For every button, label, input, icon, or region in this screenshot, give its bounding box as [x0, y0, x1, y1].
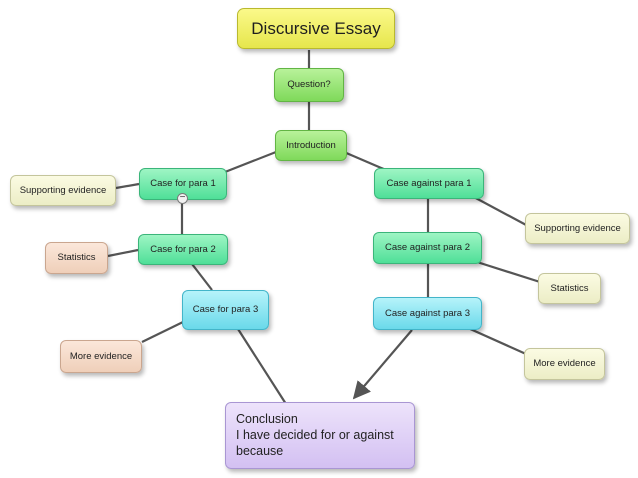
against-more-evidence-label: More evidence [533, 358, 596, 369]
case-for-para-1-label: Case for para 1 [150, 178, 216, 189]
introduction-node[interactable]: Introduction [275, 130, 347, 161]
against-statistics-label: Statistics [550, 282, 589, 294]
case-for-para-2-node[interactable]: Case for para 2 [138, 234, 228, 265]
for-more-evidence-label: More evidence [69, 350, 133, 362]
title-label: Discursive Essay [251, 18, 381, 38]
link-for2-for3 [191, 263, 213, 291]
case-against-para-2-node[interactable]: Case against para 2 [373, 232, 482, 264]
case-against-para-3-label: Case against para 3 [384, 307, 471, 319]
case-against-para-3-node[interactable]: Case against para 3 [373, 297, 482, 330]
case-against-para-2-label: Case against para 2 [384, 242, 471, 253]
link-against3-conclusion-arrow [352, 329, 413, 400]
collapse-toggle-label: − [179, 192, 186, 203]
for-supporting-evidence-node[interactable]: Supporting evidence [10, 175, 116, 206]
conclusion-line-2: I have decided for or against [236, 428, 394, 442]
for-more-evidence-node[interactable]: More evidence [60, 340, 142, 373]
link-for3-moreevidence [141, 321, 184, 343]
link-for1-evidence [115, 182, 140, 190]
for-statistics-label: Statistics [57, 252, 96, 263]
case-for-para-2-label: Case for para 2 [150, 243, 216, 255]
conclusion-text: Conclusion I have decided for or against… [236, 411, 394, 459]
link-against1-evidence [471, 195, 529, 227]
against-statistics-node[interactable]: Statistics [538, 273, 601, 304]
link-against2-statistics [476, 260, 541, 284]
link-against3-moreevidence [467, 326, 527, 356]
question-node[interactable]: Question? [274, 68, 344, 102]
link-for2-statistics [107, 248, 139, 258]
link-intro-against1 [343, 150, 387, 172]
conclusion-node[interactable]: Conclusion I have decided for or against… [225, 402, 415, 469]
against-supporting-evidence-label: Supporting evidence [534, 222, 621, 234]
case-for-para-3-node[interactable]: Case for para 3 [182, 290, 269, 330]
case-against-para-1-label: Case against para 1 [386, 177, 472, 189]
for-supporting-evidence-label: Supporting evidence [19, 184, 107, 196]
question-label: Question? [287, 79, 331, 90]
link-for3-conclusion [237, 328, 287, 405]
collapse-toggle-icon[interactable]: − [177, 193, 188, 204]
case-against-para-1-node[interactable]: Case against para 1 [374, 168, 484, 199]
introduction-label: Introduction [286, 139, 336, 151]
against-supporting-evidence-node[interactable]: Supporting evidence [525, 213, 630, 244]
against-more-evidence-node[interactable]: More evidence [524, 348, 605, 380]
conclusion-heading: Conclusion [236, 412, 298, 426]
title-node[interactable]: Discursive Essay [237, 8, 395, 49]
conclusion-line-3: because [236, 444, 284, 458]
for-statistics-node[interactable]: Statistics [45, 242, 108, 274]
case-for-para-3-label: Case for para 3 [192, 304, 259, 315]
link-intro-for1 [224, 150, 277, 174]
